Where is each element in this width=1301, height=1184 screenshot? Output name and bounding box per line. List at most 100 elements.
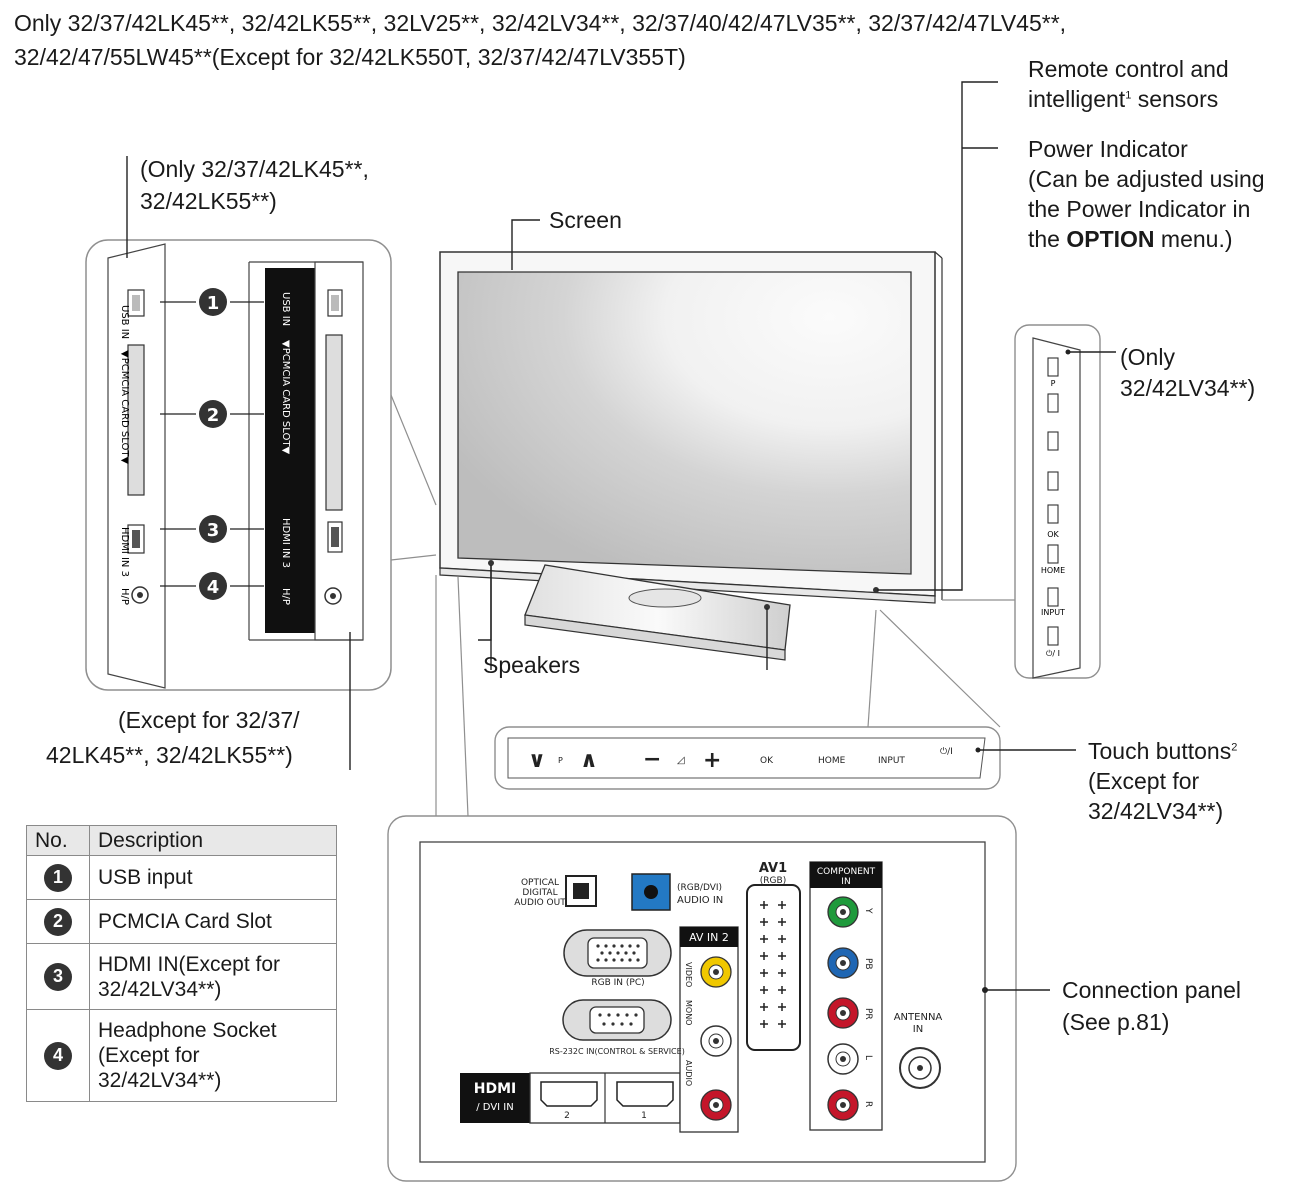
remote-sensor-line-2: intelligent1 sensors: [1028, 86, 1219, 112]
side-button-p: P: [1051, 379, 1056, 388]
touch-p: P: [558, 756, 563, 765]
touch-home: HOME: [818, 756, 846, 766]
table-row-desc-line: 32/42LV34**): [98, 1069, 222, 1092]
side-strip-black: [265, 268, 315, 633]
comp-y-label: Y: [863, 907, 873, 914]
power-indicator-line-3: the Power Indicator in: [1028, 196, 1251, 222]
optical-line-3: AUDIO OUT: [514, 898, 566, 908]
marker-2-label: 2: [207, 405, 220, 426]
table-row-desc-line: (Except for: [98, 1044, 200, 1067]
antenna-line-1: ANTENNA: [894, 1012, 943, 1023]
hdmi-in3-label: HDMI IN 3: [280, 518, 291, 568]
comp-l-label: L: [863, 1055, 873, 1060]
av1-label: AV1: [759, 861, 787, 876]
power-indicator-line-4: the OPTION menu.): [1028, 226, 1233, 252]
rgb-audio-line-1: (RGB/DVI): [677, 883, 722, 893]
av-audio-label: AUDIO: [684, 1060, 693, 1086]
table-row-desc: USB input: [89, 855, 337, 900]
side-button-power: ⏻/ I: [1046, 649, 1060, 658]
side-buttons: [1047, 357, 1059, 646]
only-lv-line-2: 32/42LV34**): [1120, 375, 1256, 401]
table-row-number: 4: [44, 1041, 72, 1070]
rgb-in-label: RGB IN (PC): [591, 978, 644, 988]
description-table: No. Description 1 USB input 2 PCMCIA Car…: [26, 825, 337, 1102]
speakers-label: Speakers: [483, 652, 581, 678]
hdmi-dvi-block: [460, 1073, 530, 1123]
side-button-home: HOME: [1041, 566, 1065, 575]
table-row: 2 PCMCIA Card Slot: [26, 899, 337, 944]
usb-in-label: USB IN: [280, 292, 291, 326]
hdmi-label-left: HDMI IN 3: [119, 527, 130, 577]
touch-vol: ◿: [677, 755, 685, 766]
comp-r-label: R: [863, 1101, 873, 1107]
except-lk-line-2: 42LK45**, 32/42LK55**): [46, 742, 293, 768]
table-row-desc-line: HDMI IN(Except for: [98, 952, 281, 976]
table-row-number: 2: [44, 907, 72, 936]
touch-input: INPUT: [878, 756, 905, 766]
hdmi-1-label: 1: [641, 1111, 647, 1121]
hdmi-port-2: [540, 1081, 598, 1107]
av1-sub-label: (RGB): [760, 876, 786, 886]
except-lk-line-1: (Except for 32/37/: [118, 707, 300, 733]
table-header-no: No.: [26, 825, 90, 856]
table-header-description: Description: [89, 825, 337, 856]
comp-pb-label: PB: [863, 958, 873, 970]
marker-3-label: 3: [207, 520, 220, 541]
side-button-ok: OK: [1047, 530, 1059, 539]
only-lk-line-1: (Only 32/37/42LK45**,: [140, 156, 369, 182]
touch-buttons-line-2: (Except for: [1088, 768, 1200, 794]
touch-buttons-line-1: Touch buttons2: [1088, 738, 1238, 764]
table-row-number: 1: [44, 863, 72, 892]
marker-2: 2: [199, 400, 227, 428]
marker-3: 3: [199, 515, 227, 543]
touch-minus: −: [643, 747, 661, 772]
side-button-input: INPUT: [1041, 608, 1065, 617]
connection-panel-line-2: (See p.81): [1062, 1009, 1170, 1035]
only-lv-line-1: (Only: [1120, 344, 1175, 370]
marker-1: 1: [199, 288, 227, 316]
marker-4: 4: [199, 572, 227, 600]
remote-sensor-line-1: Remote control and: [1028, 56, 1229, 82]
hdmi-port-1: [616, 1081, 674, 1107]
power-indicator-line-2: (Can be adjusted using: [1028, 166, 1265, 192]
table-row-desc-line: Headphone Socket: [98, 1019, 277, 1042]
optical-line-2: DIGITAL: [522, 888, 557, 898]
av-in2-label: AV IN 2: [689, 931, 729, 944]
dvi-in-label: / DVI IN: [476, 1102, 513, 1113]
tv-screen: [457, 271, 912, 575]
power-indicator-line-1: Power Indicator: [1028, 136, 1188, 162]
rgb-audio-line-2: AUDIO IN: [677, 895, 723, 906]
antenna-line-2: IN: [913, 1024, 923, 1035]
hp-label: H/P: [280, 588, 291, 605]
hdmi-2-label: 2: [564, 1111, 570, 1121]
table-row-desc: PCMCIA Card Slot: [89, 899, 337, 944]
touch-up: ∧: [580, 748, 598, 773]
rs232-label: RS-232C IN(CONTROL & SERVICE): [549, 1047, 685, 1056]
av-mono-label: MONO: [684, 1000, 693, 1025]
scart-pins: [760, 901, 786, 1028]
marker-4-label: 4: [207, 577, 220, 598]
hdmi-logo: HDMI: [474, 1081, 516, 1097]
only-lk-line-2: 32/42LK55**): [140, 188, 277, 214]
touch-power: ⏻/I: [940, 746, 953, 757]
hp-label-left: H/P: [119, 588, 130, 605]
table-row-number: 3: [44, 962, 72, 991]
connection-panel-line-1: Connection panel: [1062, 977, 1242, 1003]
header-line-2: 32/42/47/55LW45**(Except for 32/42LK550T…: [14, 44, 686, 70]
usb-in-label-left: USB IN: [119, 305, 130, 339]
touch-buttons-line-3: 32/42LV34**): [1088, 798, 1224, 824]
component-line-2: IN: [841, 877, 850, 887]
pcmcia-slot-left: [127, 344, 145, 496]
touch-plus: +: [703, 748, 721, 773]
pcmcia-label: ▼PCMCIA CARD SLOT▼: [280, 340, 291, 454]
touch-down: ∨: [528, 748, 546, 773]
header-line-1: Only 32/37/42LK45**, 32/42LK55**, 32LV25…: [14, 10, 1067, 36]
av-video-label: VIDEO: [684, 962, 693, 987]
component-line-1: COMPONENT: [817, 867, 876, 877]
table-row: 1 USB input: [26, 855, 337, 900]
marker-1-label: 1: [207, 293, 220, 314]
table-row-desc-line: 32/42LV34**): [98, 977, 222, 1001]
